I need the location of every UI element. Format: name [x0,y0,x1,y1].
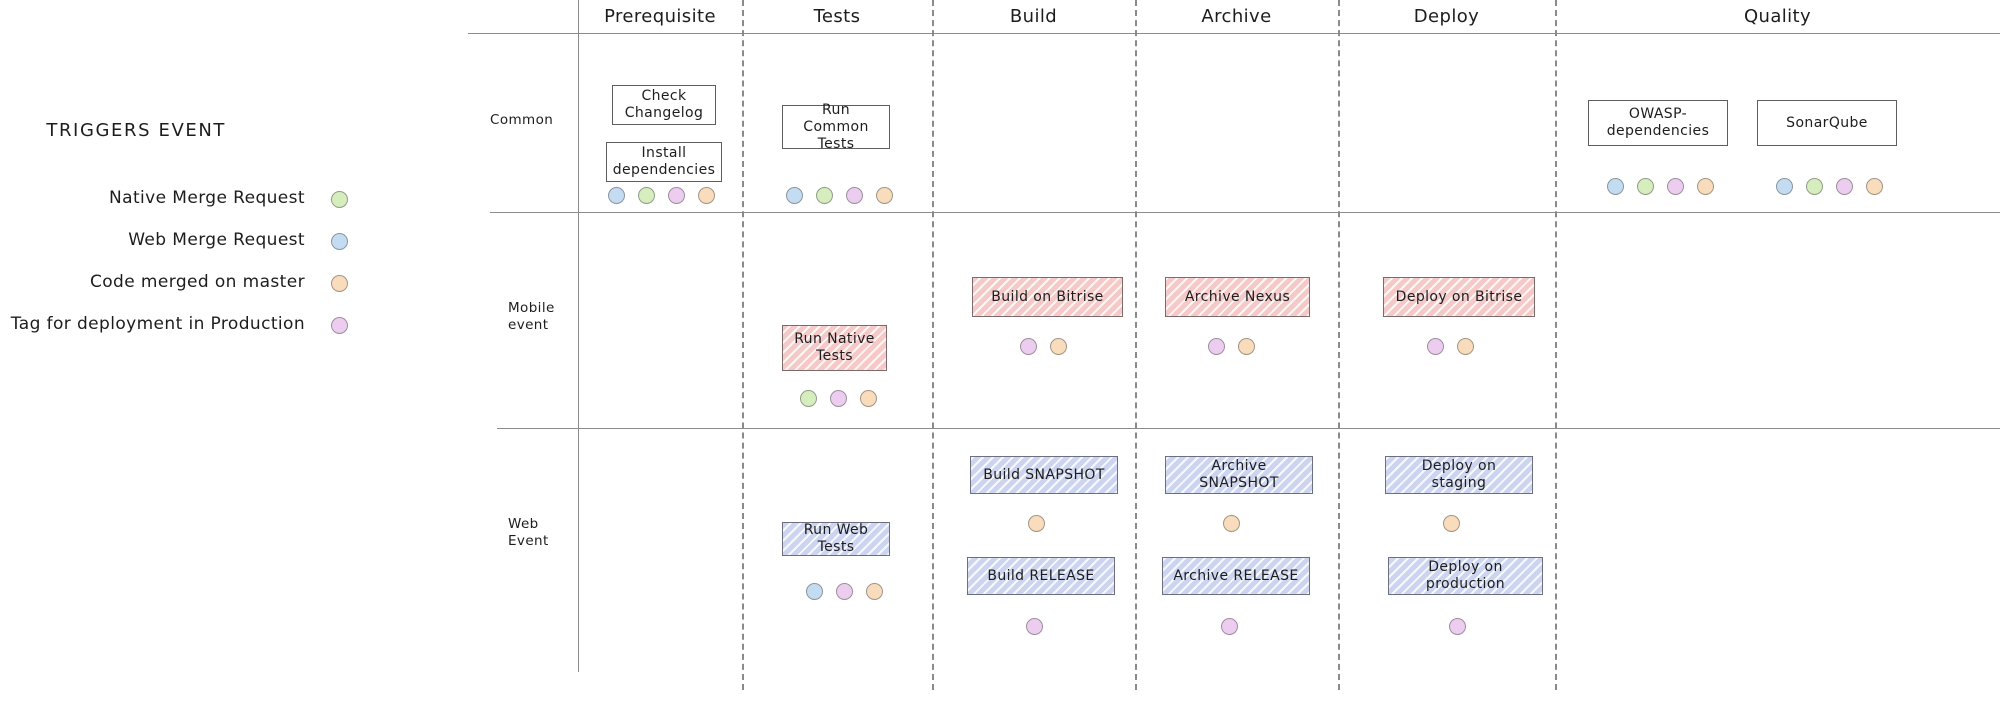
dot-blue-icon [608,187,625,204]
node-run-native-tests[interactable]: Run Native Tests [782,325,887,371]
column-divider-prerequisite-tests [742,0,744,690]
dot-purple-icon [1836,178,1853,195]
column-header-tests: Tests [813,6,861,27]
column-header-prerequisite: Prerequisite [604,6,716,27]
dot-orange-icon [698,187,715,204]
dot-purple-icon [1208,338,1225,355]
node-archive-release[interactable]: Archive RELEASE [1162,557,1310,595]
node-deploy-on-bitrise[interactable]: Deploy on Bitrise [1383,277,1535,317]
legend-item-code-merged-on-master: Code merged on master [0,261,360,303]
legend-item-label: Code merged on master [89,272,305,292]
dot-group-sonarqube [1776,178,1883,195]
dot-purple-icon [830,390,847,407]
node-check-changelog[interactable]: Check Changelog [612,85,716,125]
dot-group-owasp-dependencies [1607,178,1714,195]
dot-group-build-release [1026,618,1043,635]
legend-item-tag-for-deployment-in-production: Tag for deployment in Production [0,303,360,345]
dot-group-archive-snapshot [1223,515,1240,532]
column-header-deploy: Deploy [1413,6,1480,27]
dot-blue-icon [1607,178,1624,195]
dot-orange-icon [1443,515,1460,532]
dot-orange-icon [866,583,883,600]
column-header-quality: Quality [1743,6,1812,27]
node-deploy-on-staging[interactable]: Deploy on staging [1385,456,1533,494]
node-run-web-tests[interactable]: Run Web Tests [782,522,890,556]
legend-item-native-merge-request: Native Merge Request [0,177,360,219]
dot-group-deploy-on-bitrise [1427,338,1474,355]
dot-purple-icon [1221,618,1238,635]
dot-orange-icon [1866,178,1883,195]
dot-group-archive-nexus [1208,338,1255,355]
node-owasp-dependencies[interactable]: OWASP-dependencies [1588,100,1728,146]
dot-orange-icon [1028,515,1045,532]
dot-purple-icon [836,583,853,600]
dot-orange-icon [1223,515,1240,532]
legend-item-label: Native Merge Request [109,188,305,208]
dot-purple-icon [668,187,685,204]
column-divider-deploy-quality [1555,0,1557,690]
header-separator-line [468,33,2000,34]
dot-purple-icon [1667,178,1684,195]
dot-group-deploy-on-production [1449,618,1466,635]
node-build-release[interactable]: Build RELEASE [967,557,1115,595]
column-header-build: Build [1009,6,1058,27]
dot-orange-icon [1457,338,1474,355]
column-divider-build-archive [1135,0,1137,690]
node-install-dependencies[interactable]: Install dependencies [606,142,722,182]
dot-green-icon [800,390,817,407]
dot-orange-icon [1050,338,1067,355]
dot-green-icon [638,187,655,204]
node-run-common-tests[interactable]: Run Common Tests [782,102,890,152]
dot-purple-icon [1026,618,1043,635]
dot-group-archive-release [1221,618,1238,635]
row-separator-mobile [497,428,2000,429]
legend-dot-green-icon [331,190,348,208]
dot-green-icon [1637,178,1654,195]
legend-dot-blue-icon [331,232,348,250]
row-label-mobile-event: Mobile event [508,300,555,333]
dot-group-run-native-tests [800,390,877,407]
legend-item-label: Web Merge Request [128,230,305,250]
dot-group-run-common-tests [786,187,893,204]
dot-orange-icon [1697,178,1714,195]
node-deploy-on-production[interactable]: Deploy on production [1388,557,1543,595]
legend-title: TRIGGERS EVENT [46,120,226,141]
column-divider-archive-deploy [1338,0,1340,690]
dot-group-build-on-bitrise [1020,338,1067,355]
dot-orange-icon [1238,338,1255,355]
legend-item-web-merge-request: Web Merge Request [0,219,360,261]
dot-green-icon [816,187,833,204]
dot-green-icon [1806,178,1823,195]
legend: TRIGGERS EVENT Native Merge Request Web … [0,120,360,345]
node-build-snapshot[interactable]: Build SNAPSHOT [970,456,1118,494]
dot-purple-icon [1449,618,1466,635]
legend-dot-purple-icon [331,316,348,334]
dot-orange-icon [876,187,893,204]
node-archive-snapshot[interactable]: Archive SNAPSHOT [1165,456,1313,494]
dot-group-deploy-on-staging [1443,515,1460,532]
dot-orange-icon [860,390,877,407]
dot-group-install-dependencies [608,187,715,204]
row-label-common: Common [490,112,554,128]
dot-group-build-snapshot [1028,515,1045,532]
column-divider-tests-build [932,0,934,690]
dot-purple-icon [1427,338,1444,355]
dot-blue-icon [1776,178,1793,195]
row-separator-common [490,212,2000,213]
dot-purple-icon [1020,338,1037,355]
node-build-on-bitrise[interactable]: Build on Bitrise [972,277,1123,317]
dot-purple-icon [846,187,863,204]
row-label-divider [578,0,579,672]
dot-blue-icon [806,583,823,600]
node-sonarqube[interactable]: SonarQube [1757,100,1897,146]
dot-group-run-web-tests [806,583,883,600]
legend-item-label: Tag for deployment in Production [10,314,305,334]
legend-dot-orange-icon [331,274,348,292]
dot-blue-icon [786,187,803,204]
column-header-archive: Archive [1201,6,1272,27]
row-label-web-event: Web Event [508,516,549,549]
node-archive-nexus[interactable]: Archive Nexus [1165,277,1310,317]
